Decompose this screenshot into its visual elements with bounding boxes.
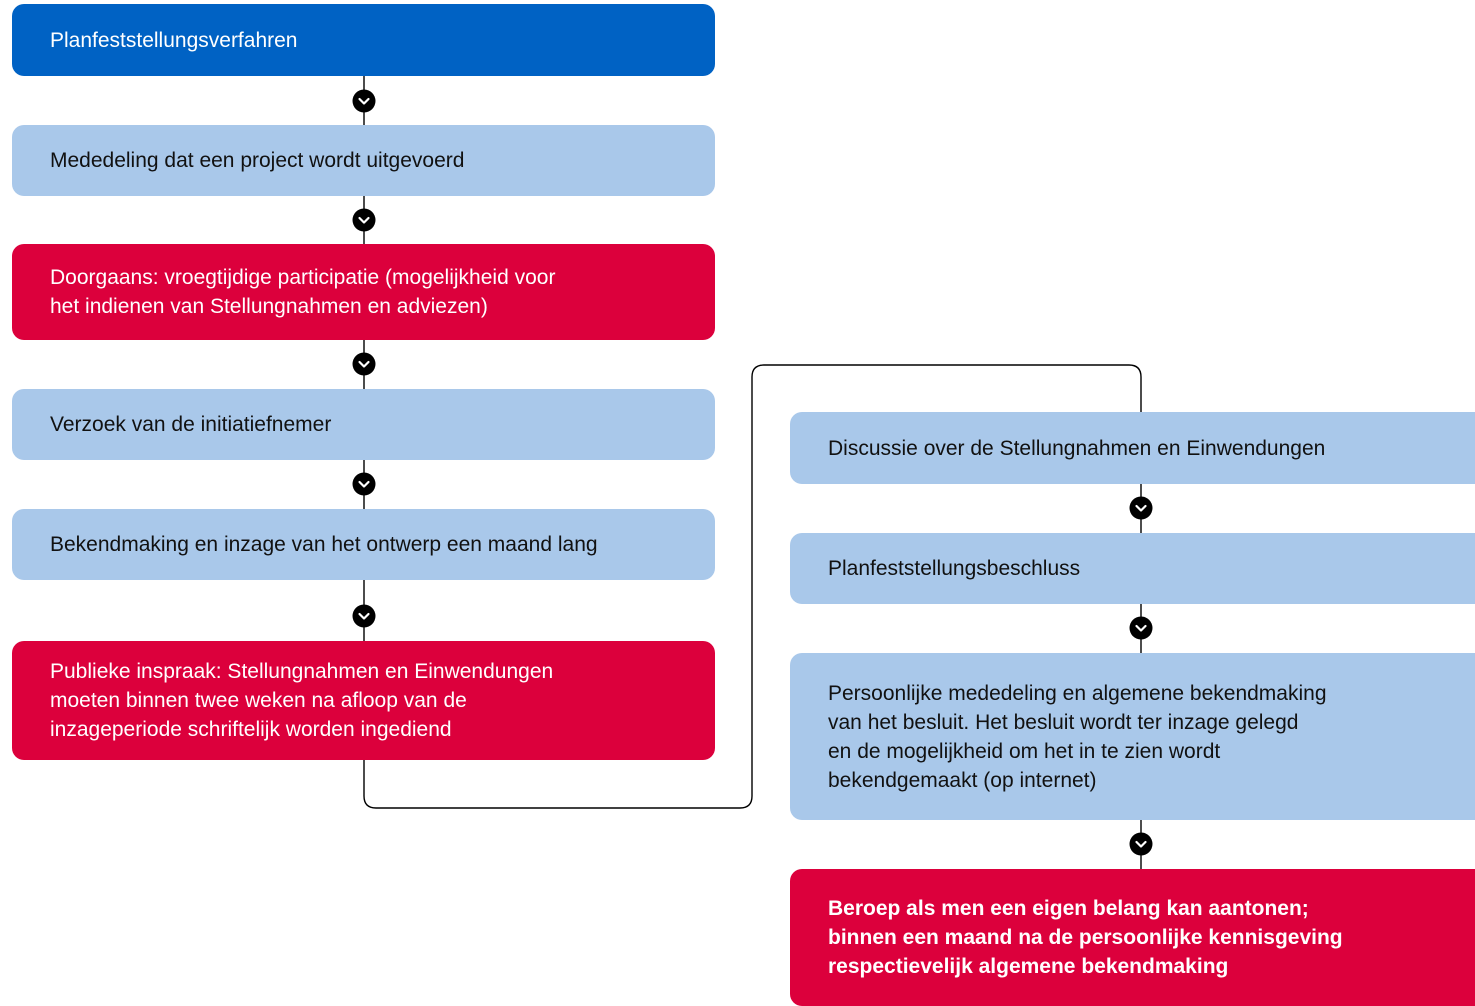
step-label: Bekendmaking en inzage van het ontwerp e… [50, 533, 598, 556]
step-verzoek-initiatiefnemer: Verzoek van de initiatiefnemer [12, 389, 715, 460]
chevron-down-icon [1129, 832, 1153, 856]
step-label: Publieke inspraak: Stellungnahmen en Ein… [50, 660, 554, 741]
step-bekendmaking-inzage: Bekendmaking en inzage van het ontwerp e… [12, 509, 715, 580]
chevron-down-icon [352, 472, 376, 496]
step-label: Discussie over de Stellungnahmen en Einw… [828, 436, 1326, 460]
chevron-down-icon [352, 352, 376, 376]
step-beroep: Beroep als men een eigen belang kan aant… [790, 869, 1475, 1006]
step-publieke-inspraak: Publieke inspraak: Stellungnahmen en Ein… [12, 641, 715, 760]
chevron-down-icon [352, 89, 376, 113]
step-persoonlijke-mededeling: Persoonlijke mededeling en algemene beke… [790, 653, 1475, 820]
step-vroegtijdige-participatie: Doorgaans: vroegtijdige participatie (mo… [12, 244, 715, 340]
step-label: Planfeststellungsverfahren [50, 28, 298, 52]
step-mededeling: Mededeling dat een project wordt uitgevo… [12, 125, 715, 196]
step-label: Planfeststellungsbeschluss [828, 557, 1081, 580]
step-label: Persoonlijke mededeling en algemene beke… [828, 681, 1327, 792]
chevron-down-icon [352, 208, 376, 232]
step-label: Verzoek van de initiatiefnemer [50, 413, 332, 436]
chevron-down-icon [352, 604, 376, 628]
step-label: Beroep als men een eigen belang kan aant… [828, 897, 1343, 978]
step-planfeststellungsverfahren: Planfeststellungsverfahren [12, 4, 715, 76]
step-discussie: Discussie over de Stellungnahmen en Einw… [790, 412, 1475, 484]
step-label: Doorgaans: vroegtijdige participatie (mo… [50, 266, 556, 318]
chevron-down-icon [1129, 616, 1153, 640]
step-planfeststellungsbeschluss: Planfeststellungsbeschluss [790, 533, 1475, 604]
step-label: Mededeling dat een project wordt uitgevo… [50, 149, 465, 172]
chevron-down-icon [1129, 496, 1153, 520]
